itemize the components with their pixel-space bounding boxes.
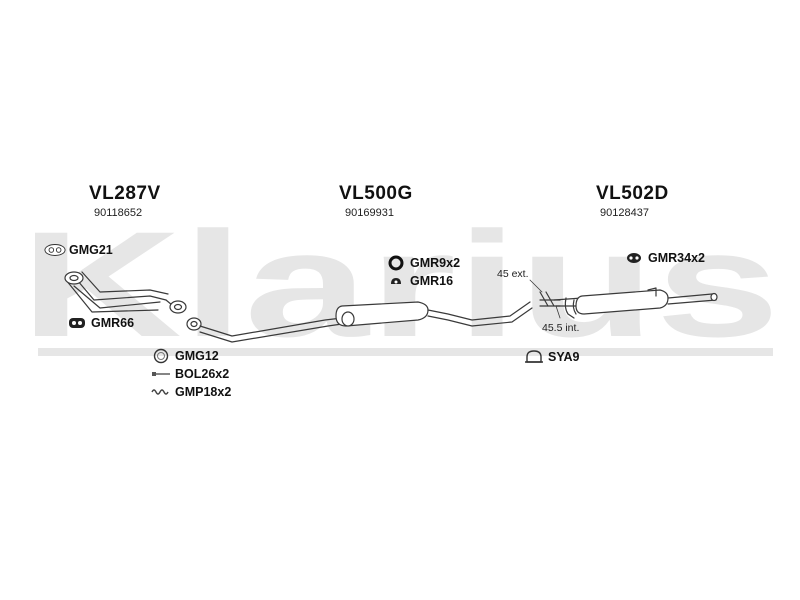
bolt-icon (150, 366, 172, 382)
part-gmg12: GMG12 (150, 348, 219, 364)
part-label: BOL26x2 (175, 367, 230, 381)
centre-section (186, 301, 533, 343)
section-number-vl502d: 90128437 (600, 207, 649, 219)
section-code-vl502d: VL502D (596, 183, 669, 204)
clamp-icon (523, 349, 545, 365)
spring-icon (150, 384, 172, 400)
part-gmr9x2: GMR9x2 (385, 255, 460, 271)
section-code-vl500g: VL500G (339, 183, 413, 204)
ext-dimension-note: 45 ext. (497, 268, 529, 280)
int-dimension-note: 45.5 int. (542, 322, 580, 334)
front-pipe (64, 271, 187, 314)
rear-section (539, 287, 718, 319)
ring-gasket-icon (150, 348, 172, 364)
int-dimension-leader (555, 305, 561, 319)
part-label: GMR66 (91, 316, 135, 330)
gasket-icon (44, 242, 66, 258)
part-gmg21: GMG21 (44, 242, 113, 258)
part-bol26x2: BOL26x2 (150, 366, 229, 382)
part-gmp18x2: GMP18x2 (150, 384, 231, 400)
rubber-mount-icon (623, 250, 645, 266)
part-label: GMG12 (175, 349, 219, 363)
part-label: SYA9 (548, 350, 580, 364)
part-label: GMR16 (410, 274, 454, 288)
section-number-vl287v: 90118652 (94, 207, 143, 219)
part-label: GMP18x2 (175, 385, 232, 399)
rubber-mount-icon (66, 315, 88, 331)
part-label: GMR34x2 (648, 251, 705, 265)
ext-dimension-leader (529, 279, 543, 293)
part-gmr34x2: GMR34x2 (623, 250, 705, 266)
section-number-vl500g: 90169931 (345, 207, 394, 219)
rubber-ring-icon (385, 255, 407, 271)
watermark-underline (38, 348, 773, 356)
part-sya9: SYA9 (523, 349, 580, 365)
section-code-vl287v: VL287V (89, 183, 161, 204)
part-label: GMG21 (69, 243, 113, 257)
part-gmr66: GMR66 (66, 315, 134, 331)
part-gmr16: GMR16 (385, 273, 453, 289)
rubber-mount-icon (385, 273, 407, 289)
part-label: GMR9x2 (410, 256, 461, 270)
